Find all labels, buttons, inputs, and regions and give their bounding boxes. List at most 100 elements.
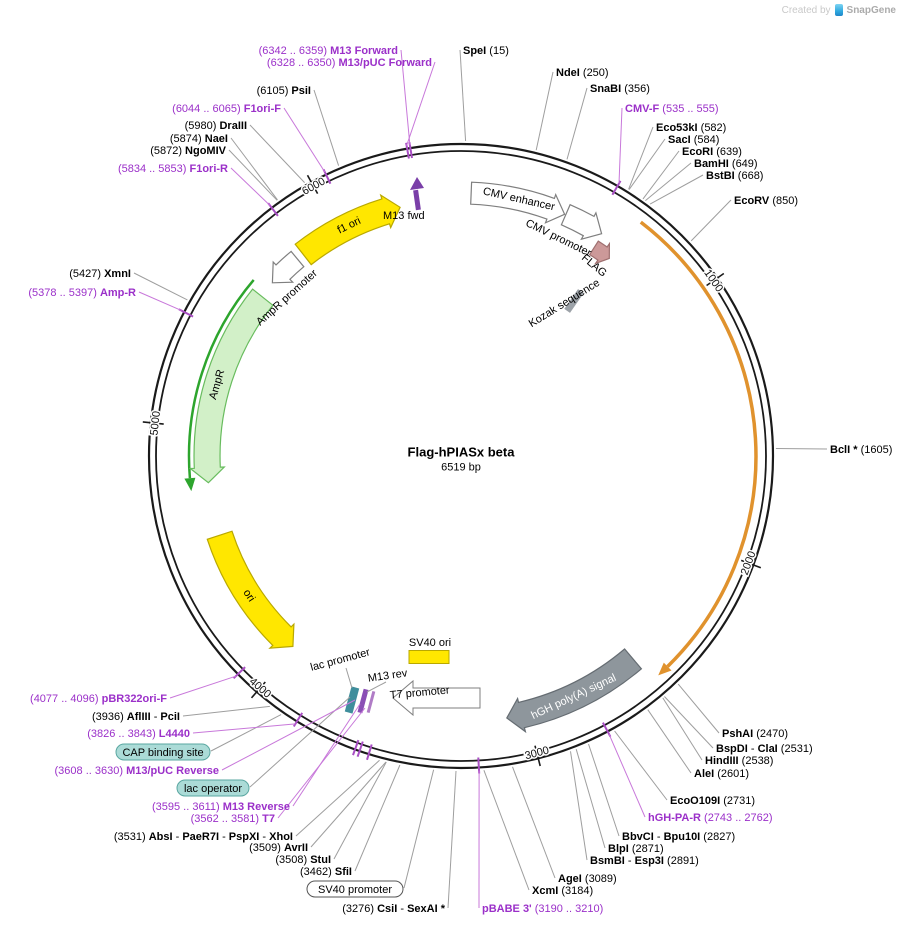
ampr-gene-arc[interactable] bbox=[187, 279, 255, 479]
site-hindiii-leader-line bbox=[662, 697, 703, 761]
ori-feature-label: ori bbox=[241, 587, 258, 604]
site-amp-r[interactable]: (5378 .. 5397) Amp-R bbox=[28, 287, 136, 299]
kozak-sequence-mark[interactable] bbox=[564, 289, 584, 313]
site-pbabe-3[interactable]: pBABE 3' (3190 .. 3210) bbox=[482, 903, 603, 915]
t7-promoter-arrow[interactable] bbox=[392, 679, 481, 717]
site-bsmbi-esp3i-leader-line bbox=[570, 751, 588, 861]
site-pbr322ori-f[interactable]: (4077 .. 4096) pBR322ori-F bbox=[30, 693, 167, 705]
site-m13-puc-reverse[interactable]: (3608 .. 3630) M13/pUC Reverse bbox=[55, 765, 220, 777]
snapgene-logo-icon bbox=[834, 4, 843, 16]
plasmid-backbone-outer-ring bbox=[147, 142, 775, 770]
site-f1ori-f[interactable]: (6044 .. 6065) F1ori-F bbox=[172, 103, 281, 115]
site-spei-leader-line bbox=[459, 49, 467, 142]
site-m13-puc-forward[interactable]: (6328 .. 6350) M13/pUC Forward bbox=[267, 57, 432, 69]
site-bspdi-clai[interactable]: BspDI - ClaI (2531) bbox=[716, 743, 813, 755]
cmv-promoter-feature[interactable] bbox=[560, 203, 603, 241]
insert-gene-arc[interactable] bbox=[639, 220, 758, 668]
f1-ori-feature[interactable] bbox=[294, 193, 401, 266]
site-saci[interactable]: SacI (584) bbox=[668, 134, 719, 146]
site-stui[interactable]: (3508) StuI bbox=[275, 854, 331, 866]
site-xcmi-leader-line bbox=[483, 770, 530, 891]
site-l4440[interactable]: (3826 .. 3843) L4440 bbox=[87, 728, 190, 740]
site-m13-reverse[interactable]: (3595 .. 3611) M13 Reverse bbox=[152, 801, 290, 813]
site-xmni[interactable]: (5427) XmnI bbox=[69, 268, 131, 280]
ampr-gene-arc-arrowhead bbox=[184, 477, 196, 492]
site-hindiii[interactable]: HindIII (2538) bbox=[705, 755, 773, 767]
site-bsmbi-esp3i[interactable]: BsmBI - Esp3I (2891) bbox=[590, 855, 699, 867]
site-csii-sexai[interactable]: (3276) CsiI - SexAI * bbox=[342, 903, 445, 915]
site-ndei[interactable]: NdeI (250) bbox=[556, 67, 609, 79]
site-cmv-f[interactable]: CMV-F (535 .. 555) bbox=[625, 103, 719, 115]
site-sfii[interactable]: (3462) SfiI bbox=[300, 866, 352, 878]
ampr-promoter-feature[interactable] bbox=[271, 250, 305, 284]
site-hgh-pa-r[interactable]: hGH-PA-R (2743 .. 2762) bbox=[648, 812, 773, 824]
scale-tick-2000 bbox=[740, 559, 762, 569]
site-ecori[interactable]: EcoRI (639) bbox=[682, 146, 742, 158]
site-ecoo109i[interactable]: EcoO109I (2731) bbox=[670, 795, 755, 807]
site-cap-binding-site[interactable]: CAP binding site bbox=[122, 747, 203, 759]
scale-label-2000: 2000 bbox=[739, 550, 759, 577]
site-m13-reverse-leader-line bbox=[292, 703, 361, 807]
scale-tick-6000 bbox=[306, 174, 319, 194]
site-pshai[interactable]: PshAI (2470) bbox=[722, 728, 788, 740]
site-snabi[interactable]: SnaBI (356) bbox=[590, 83, 650, 95]
label-kozak-sequence[interactable]: Kozak sequence bbox=[527, 277, 602, 330]
site-eco53ki[interactable]: Eco53kI (582) bbox=[656, 122, 726, 134]
primer-site-tick-3619 bbox=[352, 739, 360, 756]
label-sv40-ori[interactable]: SV40 ori bbox=[409, 637, 451, 649]
site-amp-r-leader-line bbox=[138, 291, 182, 312]
site-naei[interactable]: (5874) NaeI bbox=[170, 133, 228, 145]
plasmid-backbone-inner-ring bbox=[155, 150, 767, 762]
site-ngomiv[interactable]: (5872) NgoMIV bbox=[150, 145, 226, 157]
site-avrii[interactable]: (3509) AvrII bbox=[249, 842, 308, 854]
site-afliii-pcii[interactable]: (3936) AflIII - PciI bbox=[92, 711, 180, 723]
insert-gene-arc-arrowhead bbox=[658, 662, 672, 676]
scale-label-6000: 6000 bbox=[300, 175, 327, 197]
site-ecorv[interactable]: EcoRV (850) bbox=[734, 195, 798, 207]
site-alei[interactable]: AleI (2601) bbox=[694, 768, 749, 780]
site-bcli[interactable]: BclI * (1605) bbox=[830, 444, 892, 456]
site-cap-binding-site-box[interactable] bbox=[115, 743, 211, 761]
ori-feature[interactable] bbox=[206, 530, 295, 649]
label-m13-rev[interactable]: M13 rev bbox=[367, 667, 409, 684]
site-sv40-promoter-box[interactable] bbox=[306, 880, 404, 898]
site-lac-operator-box[interactable] bbox=[176, 779, 250, 797]
label-m13-fwd[interactable]: M13 fwd bbox=[383, 210, 425, 222]
site-csii-sexai-leader-line bbox=[447, 770, 457, 909]
m13-rev-mark[interactable] bbox=[357, 688, 369, 714]
site-t7[interactable]: (3562 .. 3581) T7 bbox=[191, 813, 275, 825]
site-pshai-leader-line bbox=[677, 683, 720, 734]
site-draiii[interactable]: (5980) DraIII bbox=[185, 120, 247, 132]
label-t7-promoter[interactable]: T7 promoter bbox=[389, 684, 450, 701]
site-agei[interactable]: AgeI (3089) bbox=[558, 873, 617, 885]
m13-fwd-primer-arrow[interactable] bbox=[413, 189, 421, 211]
site-f1ori-r[interactable]: (5834 .. 5853) F1ori-R bbox=[118, 163, 228, 175]
scale-label-4000: 4000 bbox=[247, 676, 273, 701]
site-xcmi[interactable]: XcmI (3184) bbox=[532, 885, 593, 897]
site-psii[interactable]: (6105) PsiI bbox=[257, 85, 311, 97]
site-absi-paer7i-pspxi-xhoi[interactable]: (3531) AbsI - PaeR7I - PspXI - XhoI bbox=[114, 831, 293, 843]
site-sv40-promoter[interactable]: SV40 promoter bbox=[318, 884, 392, 896]
site-bamhi[interactable]: BamHI (649) bbox=[694, 158, 758, 170]
site-stui-leader-line bbox=[333, 761, 387, 860]
site-spei[interactable]: SpeI (15) bbox=[463, 45, 509, 57]
label-lac-promoter[interactable]: lac promoter bbox=[309, 646, 371, 674]
ampr-feature[interactable] bbox=[188, 288, 274, 484]
lac-operator-mark[interactable] bbox=[344, 686, 360, 714]
site-bstbi[interactable]: BstBI (668) bbox=[706, 170, 763, 182]
site-bbvci-bpu10i[interactable]: BbvCI - Bpu10I (2827) bbox=[622, 831, 735, 843]
sv40-ori-mark[interactable] bbox=[408, 650, 450, 664]
cmv-enhancer-feature[interactable] bbox=[470, 181, 566, 224]
site-ecori-leader-line bbox=[642, 150, 680, 200]
m13-fwd-primer-arrowhead[interactable] bbox=[410, 177, 424, 190]
site-m13-forward[interactable]: (6342 .. 6359) M13 Forward bbox=[259, 45, 398, 57]
site-sfii-leader-line bbox=[354, 764, 401, 872]
m13-puc-rev-mark[interactable] bbox=[366, 690, 376, 714]
site-blpi[interactable]: BlpI (2871) bbox=[608, 843, 664, 855]
hgh-polya-feature[interactable] bbox=[506, 648, 643, 734]
site-lac-operator[interactable]: lac operator bbox=[184, 783, 242, 795]
scale-tick-5000 bbox=[142, 421, 164, 425]
site-afliii-pcii-leader-line bbox=[182, 705, 270, 717]
site-saci-leader-line bbox=[628, 138, 666, 190]
flag-feature[interactable] bbox=[588, 240, 611, 265]
